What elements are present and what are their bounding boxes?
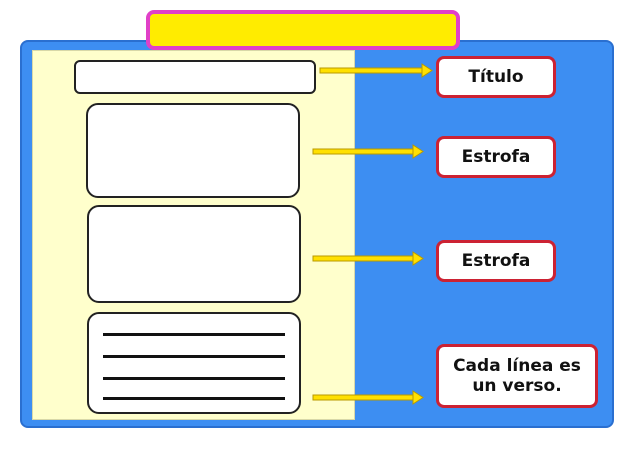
poem-verses-box: [87, 312, 301, 414]
title-banner: [146, 10, 460, 50]
verse-line: [103, 397, 285, 400]
label-stanza-2-text: Estrofa: [461, 250, 531, 271]
poem-stanza-box-2: [87, 205, 301, 303]
label-stanza-2: Estrofa: [436, 240, 556, 282]
label-verse-text: Cada línea es un verso.: [453, 355, 581, 396]
label-title-text: Título: [468, 66, 524, 87]
label-title: Título: [436, 56, 556, 98]
label-stanza-1-text: Estrofa: [461, 146, 531, 167]
verse-line: [103, 355, 285, 358]
label-stanza-1: Estrofa: [436, 136, 556, 178]
label-verse: Cada línea es un verso.: [436, 344, 598, 408]
verse-line: [103, 377, 285, 380]
poem-stanza-box-1: [86, 103, 300, 198]
poem-title-box: [74, 60, 316, 94]
verse-line: [103, 333, 285, 336]
